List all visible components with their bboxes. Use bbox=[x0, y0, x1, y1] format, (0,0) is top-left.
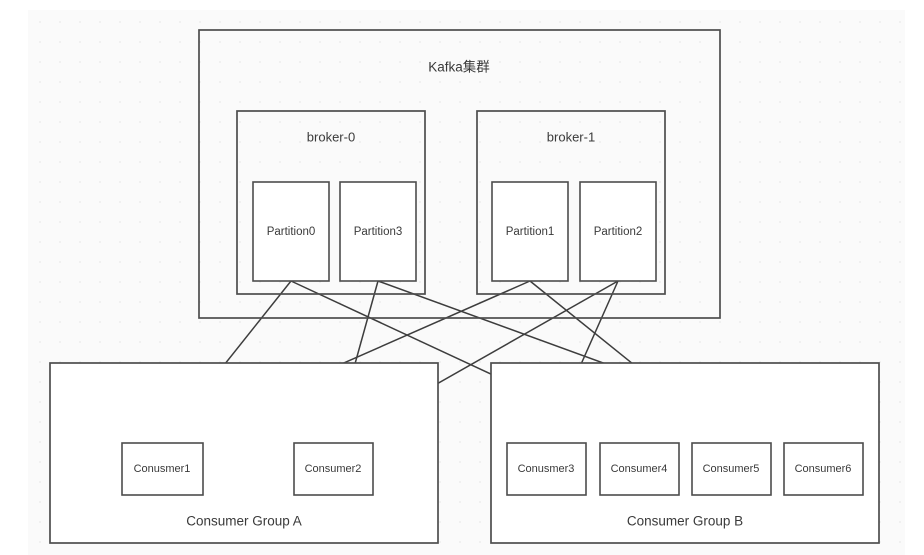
partition-label-partition1: Partition1 bbox=[506, 226, 555, 238]
consumer-label-consumer3: Conusmer3 bbox=[518, 463, 575, 475]
broker-box-broker-1 bbox=[476, 110, 666, 295]
consumer-box-consumer1[interactable] bbox=[121, 442, 204, 496]
partition-box-partition2[interactable] bbox=[579, 181, 657, 282]
broker-label-broker-0: broker-0 bbox=[307, 129, 355, 144]
consumer-group-name-group-a: Consumer Group A bbox=[186, 514, 302, 529]
partition-box-partition0[interactable] bbox=[252, 181, 330, 282]
kafka-cluster-title: Kafka集群 bbox=[428, 60, 490, 75]
consumer-box-consumer6[interactable] bbox=[783, 442, 864, 496]
consumer-label-consumer4: Consumer4 bbox=[611, 463, 668, 475]
consumer-box-consumer5[interactable] bbox=[691, 442, 772, 496]
partition-label-partition3: Partition3 bbox=[354, 226, 403, 238]
broker-box-broker-0 bbox=[236, 110, 426, 295]
partition-label-partition2: Partition2 bbox=[594, 226, 643, 238]
consumer-label-consumer5: Consumer5 bbox=[703, 463, 760, 475]
consumer-group-name-group-b: Consumer Group B bbox=[627, 514, 743, 529]
consumer-box-consumer3[interactable] bbox=[506, 442, 587, 496]
consumer-label-consumer1: Conusmer1 bbox=[134, 463, 191, 475]
consumer-label-consumer6: Consumer6 bbox=[795, 463, 852, 475]
consumer-box-consumer2[interactable] bbox=[293, 442, 374, 496]
partition-box-partition3[interactable] bbox=[339, 181, 417, 282]
partition-box-partition1[interactable] bbox=[491, 181, 569, 282]
consumer-label-consumer2: Consumer2 bbox=[305, 463, 362, 475]
partition-label-partition0: Partition0 bbox=[267, 226, 316, 238]
kafka-cluster-box bbox=[198, 29, 721, 319]
consumer-box-consumer4[interactable] bbox=[599, 442, 680, 496]
broker-label-broker-1: broker-1 bbox=[547, 129, 595, 144]
